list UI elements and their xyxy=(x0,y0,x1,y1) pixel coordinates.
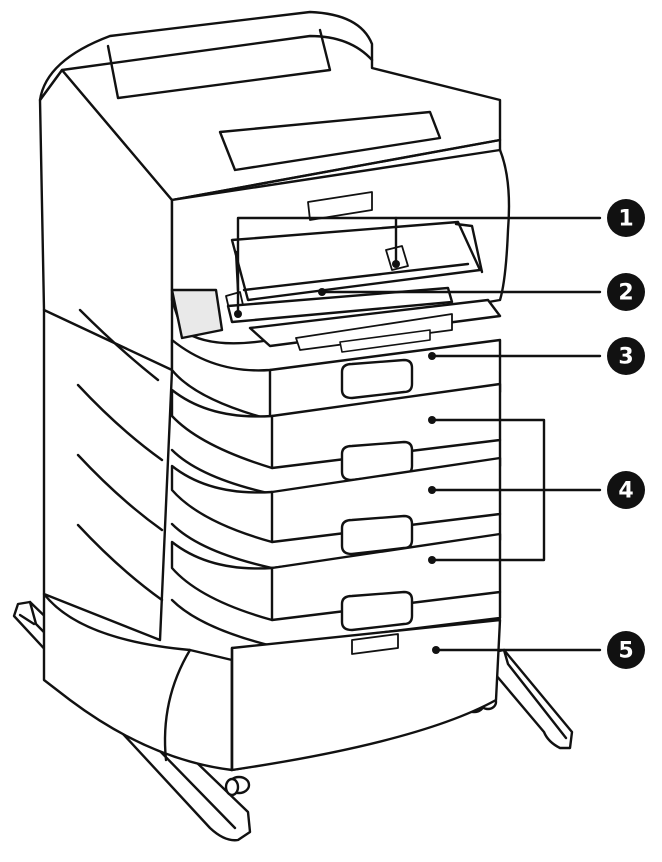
svg-text:4: 4 xyxy=(618,479,633,504)
printer-front-upper xyxy=(170,148,511,353)
svg-text:1: 1 xyxy=(618,207,633,232)
svg-text:2: 2 xyxy=(618,281,633,306)
callout-1: 1 xyxy=(607,199,645,237)
callout-2: 2 xyxy=(607,273,645,311)
svg-text:3: 3 xyxy=(618,345,633,370)
callout-leaders xyxy=(236,216,602,652)
stand-right-leg xyxy=(488,648,574,750)
callout-3: 3 xyxy=(607,337,645,375)
printer-top-cover xyxy=(38,10,502,202)
callout-dots xyxy=(234,260,440,654)
callout-5: 5 xyxy=(607,631,645,669)
svg-text:5: 5 xyxy=(618,639,633,664)
callout-4: 4 xyxy=(607,471,645,509)
cabinet-front xyxy=(230,618,502,772)
optional-cassette-2 xyxy=(170,382,502,496)
